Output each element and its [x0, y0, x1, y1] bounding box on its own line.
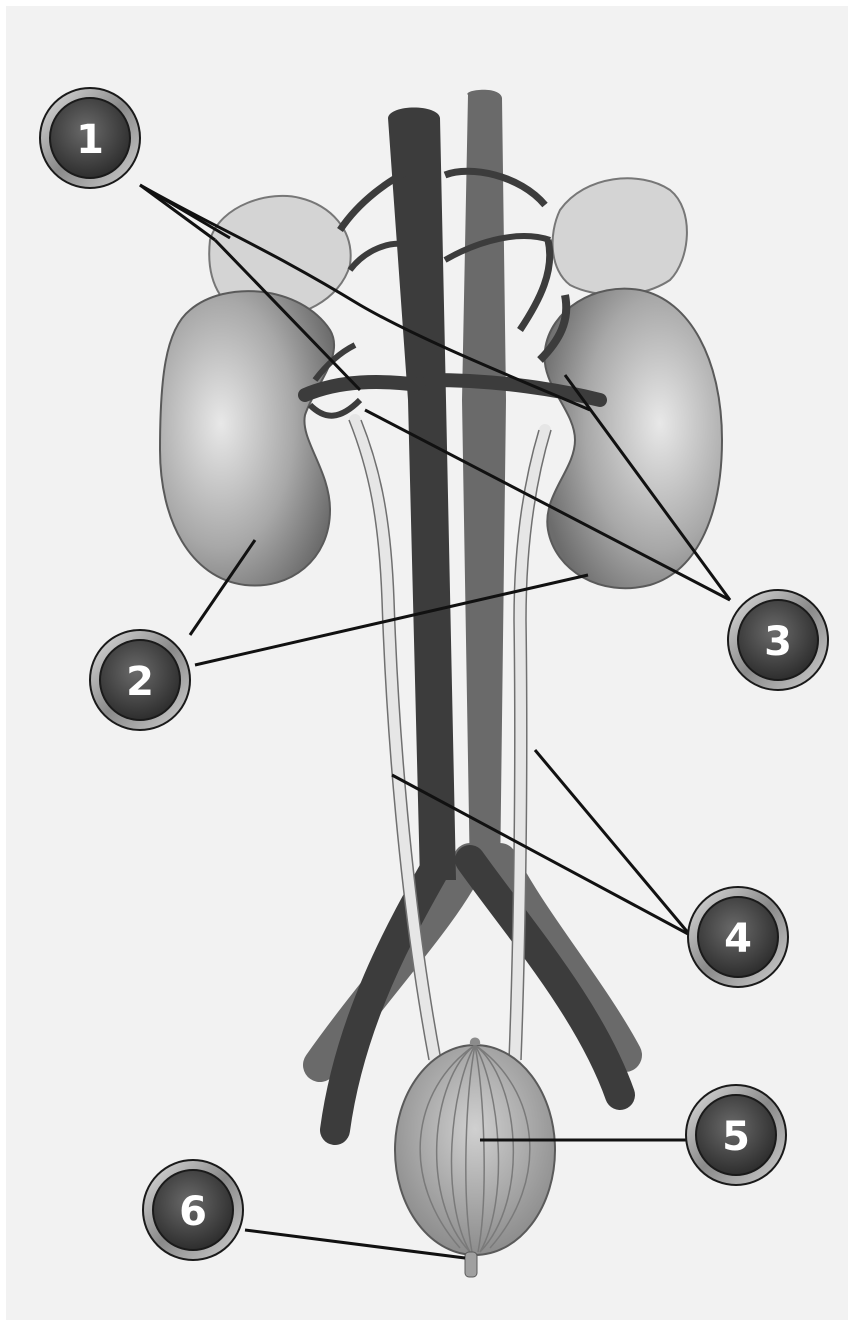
marker-6: 6: [143, 1160, 243, 1260]
marker-1: 1: [40, 88, 140, 188]
marker-4-label: 4: [724, 916, 752, 962]
marker-5: 5: [686, 1085, 786, 1185]
marker-5-label: 5: [722, 1114, 750, 1160]
aorta-icon: [462, 90, 506, 880]
marker-3: 3: [728, 590, 828, 690]
marker-4: 4: [688, 887, 788, 987]
adrenal-gland-right: [553, 178, 687, 295]
marker-1-label: 1: [76, 117, 104, 163]
marker-3-label: 3: [764, 619, 792, 665]
marker-6-label: 6: [179, 1189, 207, 1235]
marker-2: 2: [90, 630, 190, 730]
marker-2-label: 2: [126, 659, 154, 705]
